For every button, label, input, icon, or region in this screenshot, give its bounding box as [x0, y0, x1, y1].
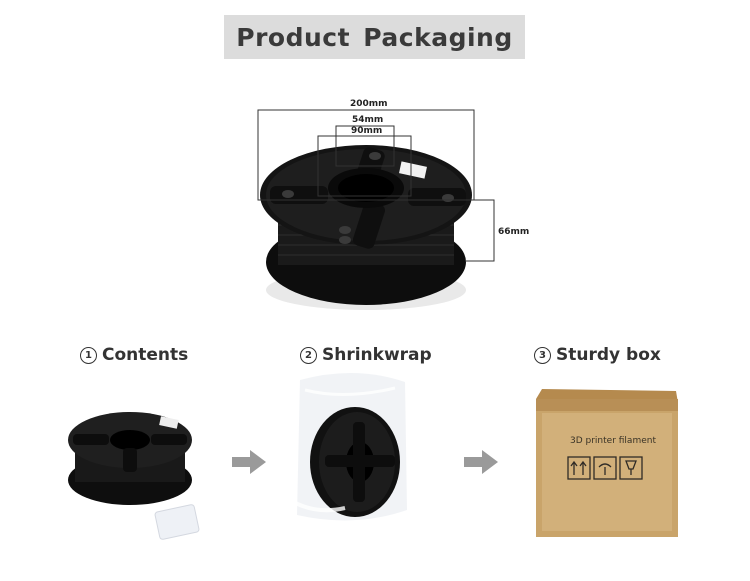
- step-3-number: 3: [534, 347, 551, 364]
- outer-diameter-label: 200mm: [350, 99, 388, 109]
- page-title: Product Packaging: [236, 22, 513, 52]
- step-2-number: 2: [300, 347, 317, 364]
- box-print-text: 3D printer filament: [570, 436, 656, 446]
- arrow-right-icon: [232, 450, 266, 474]
- step-1-label: 1 Contents: [80, 345, 188, 365]
- sturdy-box: 3D printer filament: [532, 385, 682, 540]
- shrinkwrap-spool-icon: [288, 372, 407, 521]
- step-3-label: 3 Sturdy box: [534, 345, 661, 365]
- contents-spool-icon: [68, 412, 200, 540]
- inner-diameter-label: 90mm: [351, 126, 383, 136]
- step-2-text: Shrinkwrap: [322, 345, 432, 365]
- step-1-text: Contents: [102, 345, 189, 365]
- step-3-text: Sturdy box: [556, 345, 661, 365]
- box-icon: [536, 389, 678, 537]
- arrow-right-icon: [464, 450, 498, 474]
- main-spool-figure: 200mm 54mm 90mm 66mm: [240, 90, 540, 320]
- width-label: 66mm: [498, 227, 530, 237]
- spool-icon: [257, 109, 495, 310]
- hub-diameter-label: 54mm: [352, 115, 384, 125]
- step-2-label: 2 Shrinkwrap: [300, 345, 432, 365]
- title-banner: Product Packaging: [224, 15, 525, 59]
- step-1-number: 1: [80, 347, 97, 364]
